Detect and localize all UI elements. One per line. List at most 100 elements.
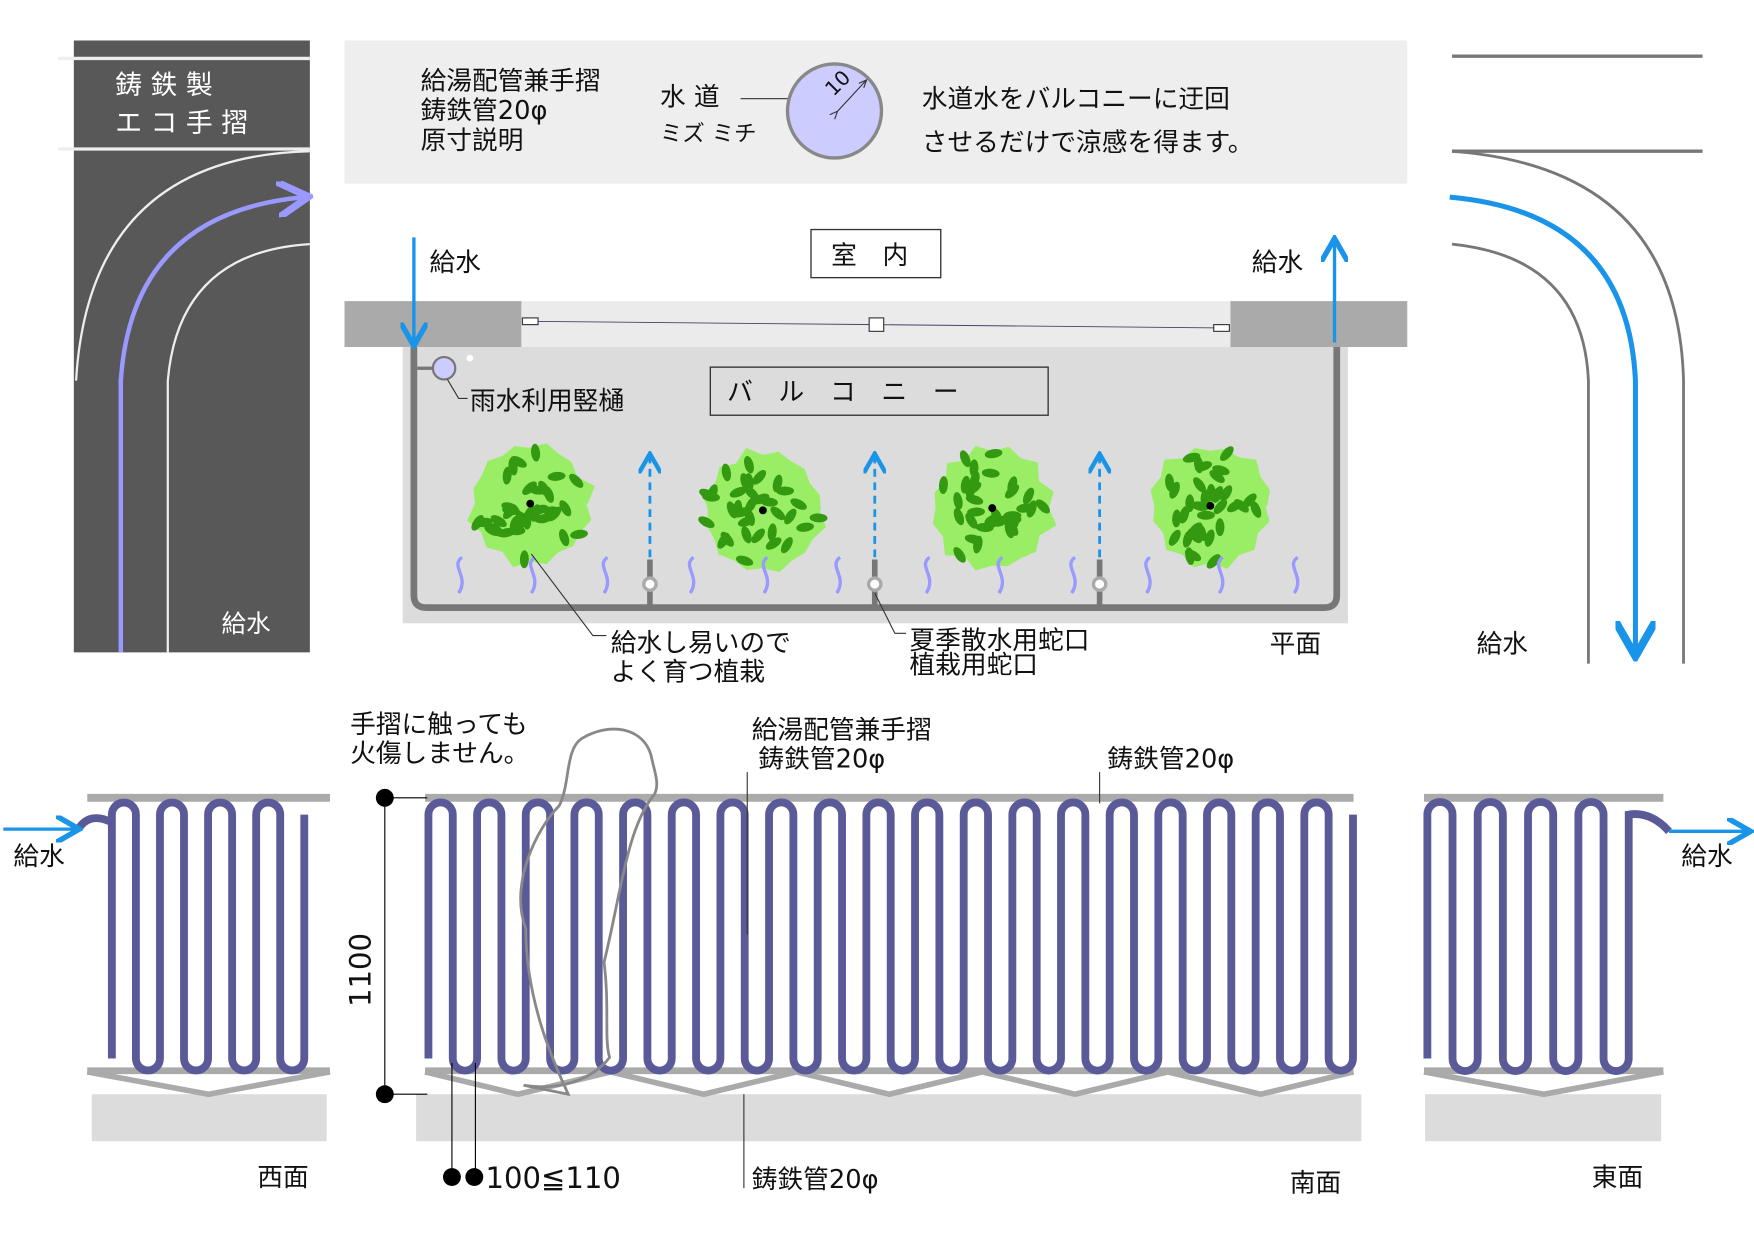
description-line: させるだけで涼感を得ます。 xyxy=(922,128,1254,158)
spec-line: 原寸説明 xyxy=(421,126,524,156)
plant-center xyxy=(526,499,535,508)
plant-leaf xyxy=(953,547,966,563)
supply-label: 給水 xyxy=(1477,629,1529,659)
faucet-note: 植栽用蛇口 xyxy=(909,651,1038,681)
top-pipe-label: 鋳鉄管20φ xyxy=(1107,745,1234,775)
faucet-valve xyxy=(866,576,883,592)
plant-leaf xyxy=(531,443,541,462)
plant-leaf xyxy=(1193,455,1204,474)
plant-leaf xyxy=(809,513,828,523)
cool-air-icon xyxy=(1291,555,1300,595)
flow-arrow xyxy=(1449,194,1636,651)
bottom-brace xyxy=(1423,1069,1664,1098)
plant-leaf xyxy=(1188,522,1203,537)
plant-center xyxy=(758,506,767,515)
plant-leaf xyxy=(1185,547,1195,566)
balcony-label: バ ル コ ニ ー xyxy=(727,378,958,408)
plant-leaf xyxy=(721,463,732,482)
planting-note: よく育つ植栽 xyxy=(611,657,765,687)
cool-air-icon xyxy=(1216,555,1225,595)
handrail-pipe-loops xyxy=(424,798,1357,1075)
plant-leaf xyxy=(1209,470,1225,483)
plant-leaf xyxy=(965,494,984,505)
plant-leaf xyxy=(559,528,570,547)
cool-air-icon xyxy=(528,555,537,595)
plant-icon xyxy=(1150,446,1270,569)
plant-leaf xyxy=(1212,465,1230,476)
plant-leaf xyxy=(735,555,754,566)
plant-leaf xyxy=(490,515,507,528)
plan-view: 室 内 給水 給水 雨水利用竪樋 バ ル コ ニ ー 給水し易いので よく育つ植… xyxy=(344,228,1408,687)
supply-out-label: 給水 xyxy=(1252,248,1304,278)
plant-leaf xyxy=(790,498,807,510)
plant-leaf xyxy=(511,519,525,535)
supply-label: 給水 xyxy=(221,609,270,638)
plant-leaf xyxy=(796,522,814,532)
spec-line: 給湯配管兼手摺 xyxy=(421,67,601,97)
spec-line: 鋳鉄管20φ xyxy=(421,96,548,126)
handrail-pipe-loops xyxy=(74,798,309,1075)
plant-leaf xyxy=(967,507,985,517)
south-elevation-label: 南面 xyxy=(1290,1169,1341,1199)
plant-leaf xyxy=(1026,500,1037,518)
cool-air-icon xyxy=(834,555,842,595)
plant-leaf xyxy=(547,471,566,481)
plant-leaf xyxy=(981,468,1000,478)
plant-leaf xyxy=(1004,484,1020,499)
plant-leaf xyxy=(1215,518,1225,537)
plant-leaf xyxy=(1193,477,1206,493)
plant-leaf xyxy=(569,473,584,488)
plant-leaf xyxy=(938,476,948,495)
bottom-pipe-label: 鋳鉄管20φ xyxy=(752,1165,879,1195)
plant-leaf xyxy=(1165,473,1175,492)
plant-leaf xyxy=(1168,529,1181,546)
plant-leaf xyxy=(744,455,754,474)
cool-air-icon xyxy=(761,555,770,595)
faucet-icon xyxy=(1093,457,1105,607)
plant-leaf xyxy=(510,456,527,468)
plant-leaf xyxy=(973,535,983,554)
plant-leaf xyxy=(772,474,783,493)
plant-leaf xyxy=(770,506,786,521)
plant-leaf xyxy=(1172,509,1182,528)
cool-air-icon xyxy=(687,555,696,595)
cool-air-icon xyxy=(456,555,464,595)
info-box: 給湯配管兼手摺 鋳鉄管20φ 原寸説明 水 道 ミズ ミチ 10 水道水をバルコ… xyxy=(344,40,1408,184)
plant-leaf xyxy=(1202,488,1214,505)
plant-leaf xyxy=(965,512,978,529)
plant-leaf xyxy=(1213,499,1228,515)
supply-in-label: 給水 xyxy=(13,842,65,872)
plant-leaf xyxy=(1242,493,1257,508)
inner-pipe-curve xyxy=(166,242,310,653)
plant-leaf xyxy=(570,529,588,539)
plant-leaf xyxy=(1196,510,1215,520)
plant-leaf xyxy=(984,449,1003,459)
safety-note: 火傷しません。 xyxy=(350,739,529,769)
plant-leaf xyxy=(765,537,782,550)
plant-leaf xyxy=(474,517,493,528)
downspout-icon xyxy=(431,355,457,381)
plant-leaf xyxy=(733,499,743,518)
supply-out-label: 給水 xyxy=(1681,842,1733,872)
plant-leaf xyxy=(965,481,982,495)
plant-leaf xyxy=(760,497,778,507)
waterway-reading: ミズ ミチ xyxy=(660,121,757,147)
plant-icon xyxy=(698,447,828,572)
plant-center xyxy=(988,504,997,512)
safety-note: 手摺に触っても xyxy=(350,710,527,740)
faucet-valve xyxy=(642,576,658,592)
plant-leaf xyxy=(1220,485,1233,502)
plant-leaf xyxy=(1220,446,1234,461)
cool-air-icon xyxy=(923,555,932,595)
plant-leaf xyxy=(502,466,512,485)
panel-title-2: エ コ 手 摺 xyxy=(115,108,248,139)
downspout-label: 雨水利用竪樋 xyxy=(470,387,624,417)
pipe-note: 鋳鉄管20φ xyxy=(758,745,885,775)
faucet-icon xyxy=(869,457,881,607)
outer-pipe-curve xyxy=(74,150,310,381)
plant-leaf xyxy=(994,514,1011,527)
faucet-icon xyxy=(644,457,656,607)
bottom-brace xyxy=(86,1069,331,1098)
plant-leaf xyxy=(1204,529,1215,547)
